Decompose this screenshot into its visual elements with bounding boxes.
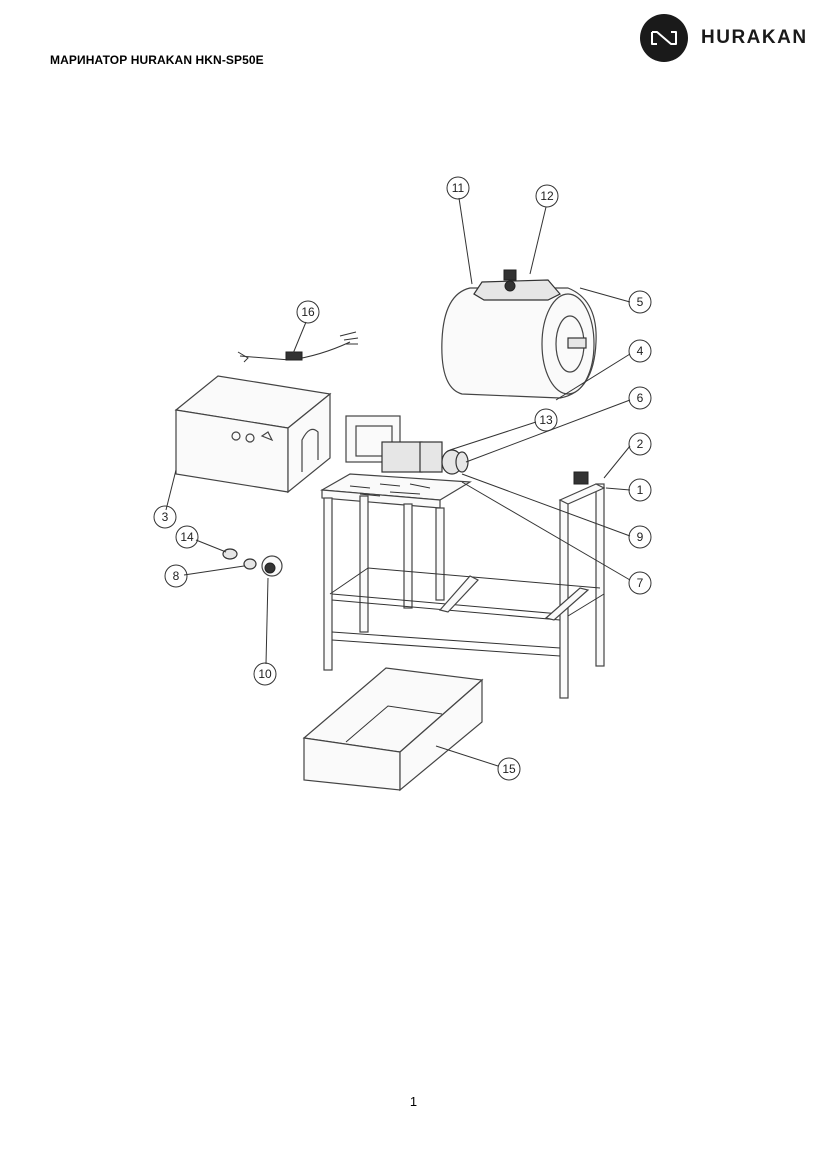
callout-7-label: 7	[637, 576, 644, 590]
callout-15-label: 15	[502, 762, 516, 776]
callout-9: 9	[628, 525, 652, 549]
callout-2-label: 2	[637, 437, 644, 451]
page-number: 1	[409, 1094, 418, 1109]
callout-3-label: 3	[162, 510, 169, 524]
callout-5: 5	[628, 290, 652, 314]
callout-8-label: 8	[173, 569, 180, 583]
callout-13: 13	[534, 408, 558, 432]
callout-4: 4	[628, 339, 652, 363]
callout-12: 12	[535, 184, 559, 208]
callout-16: 16	[296, 300, 320, 324]
callout-8: 8	[164, 564, 188, 588]
leader-lines	[165, 197, 631, 767]
callout-14-label: 14	[180, 530, 194, 544]
motor-assembly	[345, 415, 469, 475]
callout-16-label: 16	[301, 305, 315, 319]
callout-5-label: 5	[637, 295, 644, 309]
callout-11-label: 11	[452, 181, 465, 195]
frame-table	[320, 471, 606, 699]
callout-15: 15	[497, 757, 521, 781]
tray	[302, 667, 484, 792]
power-cable	[237, 331, 359, 363]
callout-10: 10	[253, 662, 277, 686]
callout-6-label: 6	[637, 391, 644, 405]
callout-7: 7	[628, 571, 652, 595]
hurakan-logo-icon	[640, 14, 688, 62]
callout-13-label: 13	[539, 413, 553, 427]
drum	[441, 269, 597, 399]
housing-cover	[174, 375, 332, 494]
callout-4-label: 4	[637, 344, 644, 358]
callout-6: 6	[628, 386, 652, 410]
callout-12-label: 12	[540, 189, 554, 203]
brand: HURAKAN	[640, 14, 808, 62]
callout-1: 1	[628, 478, 652, 502]
callout-9-label: 9	[637, 530, 644, 544]
brand-name: HURAKAN	[701, 27, 808, 48]
callout-10-label: 10	[258, 667, 272, 681]
callout-14: 14	[175, 525, 199, 549]
document-title: МАРИНАТОР HURAKAN HKN-SP50E	[50, 53, 264, 67]
callout-11: 11	[446, 176, 470, 200]
callout-3: 3	[153, 505, 177, 529]
callout-1-label: 1	[637, 483, 644, 497]
callout-2: 2	[628, 432, 652, 456]
switches	[222, 548, 283, 577]
